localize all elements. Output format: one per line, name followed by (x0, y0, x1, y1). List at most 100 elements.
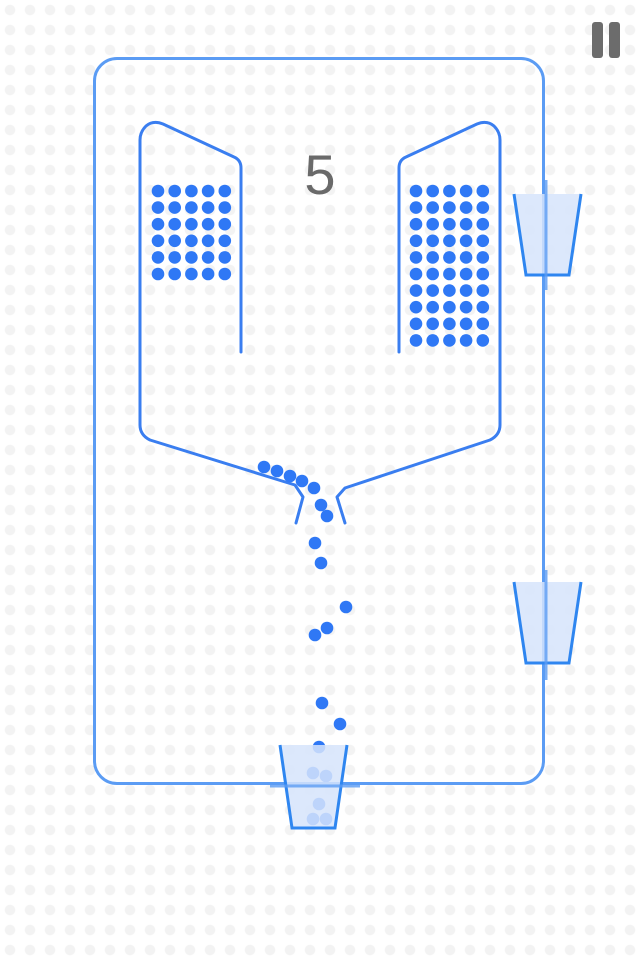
ball (320, 621, 334, 635)
ball (409, 284, 423, 297)
ball (476, 201, 490, 214)
right-hopper-balls (409, 184, 490, 347)
ball (459, 334, 473, 347)
pause-icon (592, 22, 603, 58)
ball (409, 334, 423, 347)
ball (168, 184, 181, 198)
ball (476, 234, 490, 248)
ball (426, 201, 440, 214)
ball (307, 481, 321, 495)
ball (151, 201, 165, 214)
ball (443, 201, 456, 214)
ball (315, 696, 329, 710)
ball (409, 217, 423, 231)
ball (443, 234, 456, 248)
ball (459, 217, 473, 231)
ball (168, 234, 181, 248)
ball (409, 267, 423, 281)
ball (308, 536, 322, 550)
ball (409, 201, 423, 214)
ball (426, 334, 440, 347)
right-hopper (335, 120, 502, 525)
ball (185, 251, 198, 264)
ball (270, 464, 284, 478)
pause-button[interactable] (590, 20, 630, 60)
ball (409, 184, 423, 198)
ball (426, 300, 440, 314)
ball (409, 300, 423, 314)
ball (443, 317, 456, 331)
ball (426, 217, 440, 231)
ball (459, 251, 473, 264)
ball (476, 217, 490, 231)
ball (185, 217, 198, 231)
ball (339, 600, 353, 614)
ball (476, 184, 490, 198)
ball (308, 628, 322, 642)
ball (185, 267, 198, 281)
ball (168, 201, 181, 214)
ball (426, 317, 440, 331)
ball (426, 184, 440, 198)
ball (257, 460, 271, 474)
ball (151, 184, 165, 198)
ball (201, 184, 215, 198)
ball (476, 300, 490, 314)
ball (283, 469, 297, 483)
ball (218, 267, 232, 281)
ball (426, 251, 440, 264)
ball (201, 201, 215, 214)
ball (168, 267, 181, 281)
ball (185, 184, 198, 198)
ball (295, 474, 309, 488)
ball (201, 234, 215, 248)
ball (333, 717, 347, 731)
ball (185, 201, 198, 214)
ball (218, 234, 232, 248)
ball (476, 267, 490, 281)
ball (459, 234, 473, 248)
ball (168, 217, 181, 231)
ball (443, 284, 456, 297)
ball (218, 217, 232, 231)
ball (314, 556, 328, 570)
ball (459, 284, 473, 297)
ball (443, 251, 456, 264)
ball (443, 267, 456, 281)
ball (443, 300, 456, 314)
ball (476, 284, 490, 297)
left-hopper-balls (151, 184, 232, 281)
ball (443, 334, 456, 347)
ball (459, 201, 473, 214)
ball (151, 217, 165, 231)
ball (201, 217, 215, 231)
ball (476, 251, 490, 264)
ball (201, 251, 215, 264)
ball (409, 234, 423, 248)
ball (459, 267, 473, 281)
ball (476, 317, 490, 331)
ball (314, 498, 328, 512)
ball (459, 300, 473, 314)
ball (168, 251, 181, 264)
ball (409, 251, 423, 264)
ball (409, 317, 423, 331)
ball (426, 267, 440, 281)
pause-icon (609, 22, 620, 58)
ball (185, 234, 198, 248)
ball (426, 234, 440, 248)
ball (320, 509, 334, 523)
ball (476, 334, 490, 347)
left-hopper (138, 120, 305, 525)
ball (218, 251, 232, 264)
ball (151, 267, 165, 281)
ball (201, 267, 215, 281)
ball (426, 284, 440, 297)
ball (218, 201, 232, 214)
ball (443, 184, 456, 198)
ball (151, 251, 165, 264)
ball (218, 184, 232, 198)
score-counter: 5 (304, 143, 336, 206)
ball (459, 317, 473, 331)
